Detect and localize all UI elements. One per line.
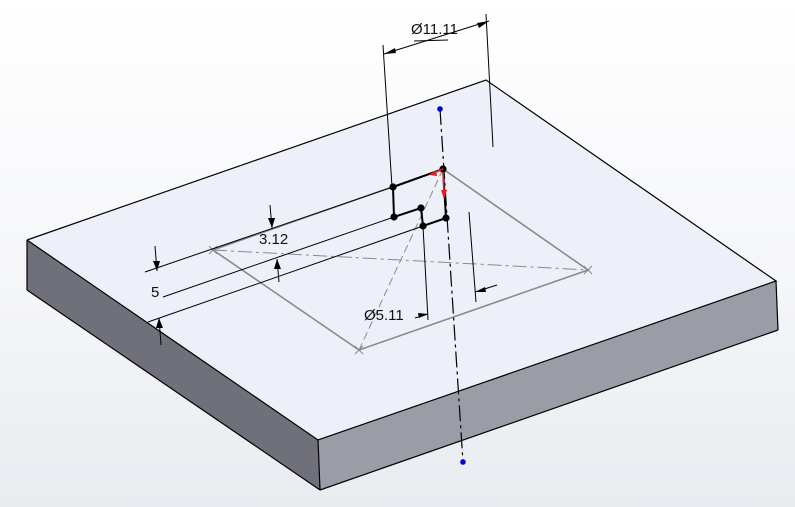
axis-endpoint-bottom[interactable] [460,459,466,465]
dimension-offset-large[interactable]: 5 [147,225,424,346]
offset-large-label[interactable]: 5 [151,284,159,301]
plate-solid[interactable] [26,79,779,491]
outer-diameter-symbol: Ø [411,21,423,38]
offset-small-label[interactable]: 3.12 [259,231,288,248]
plate-edges [26,79,779,491]
dimension-offset-small[interactable]: 3.12 [144,186,395,298]
plate-front-face [318,281,778,490]
outer-diameter-value: 11.11 [423,21,458,38]
inner-diameter-symbol: Ø [364,307,376,324]
plate-left-face [27,240,320,490]
construction-diagonal-2[interactable] [358,168,444,351]
dimension-outer-diameter[interactable]: Ø11.11 [382,13,494,188]
relation-markers [429,168,447,199]
outer-diameter-label[interactable]: Ø11.11 [411,21,458,38]
dimension-inner-diameter[interactable]: Ø5.11 [364,211,498,324]
axis-endpoint-top[interactable] [437,106,443,112]
inner-diameter-label[interactable]: Ø5.11 [364,307,404,324]
inner-diameter-value: 5.11 [376,307,404,324]
